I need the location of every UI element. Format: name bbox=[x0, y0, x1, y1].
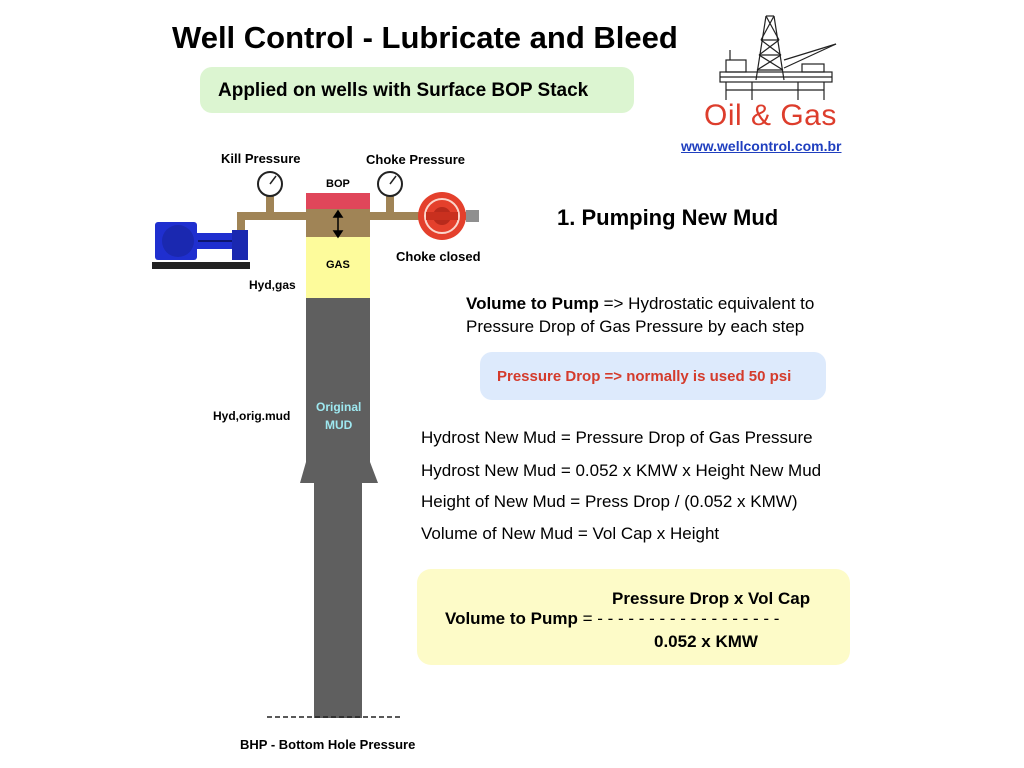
upper-casing-mud bbox=[300, 298, 378, 483]
logo-text: Oil & Gas bbox=[704, 99, 837, 132]
website-link[interactable]: www.wellcontrol.com.br bbox=[681, 138, 842, 154]
kill-line-riser bbox=[237, 212, 245, 236]
pressure-drop-note: Pressure Drop => normally is used 50 psi bbox=[497, 368, 792, 385]
mud-pump-icon bbox=[152, 222, 250, 269]
bhp-label: BHP - Bottom Hole Pressure bbox=[240, 737, 416, 752]
choke-gauge-stem bbox=[386, 194, 394, 214]
kill-pressure-gauge-icon bbox=[257, 171, 283, 197]
volume-to-pump-rest: => Hydrostatic equivalent to bbox=[598, 294, 815, 313]
choke-closed-label: Choke closed bbox=[396, 249, 481, 264]
bop-label: BOP bbox=[326, 178, 350, 190]
subtitle-box bbox=[200, 67, 634, 113]
formula-line: Volume to Pump = - - - - - - - - - - - -… bbox=[445, 609, 779, 629]
gas-zone bbox=[306, 237, 370, 298]
pressure-drop-box bbox=[480, 352, 826, 400]
volume-to-pump-text: Volume to Pump => Hydrostatic equivalent… bbox=[466, 292, 814, 338]
choke-valve-icon bbox=[418, 192, 466, 240]
gas-label: GAS bbox=[326, 259, 350, 271]
lower-casing bbox=[314, 483, 362, 718]
well-diagram bbox=[152, 171, 479, 718]
formula-label: Volume to Pump bbox=[445, 609, 578, 628]
equation-3: Height of New Mud = Press Drop / (0.052 … bbox=[421, 492, 798, 511]
double-arrow-icon bbox=[332, 209, 344, 239]
equation-4: Volume of New Mud = Vol Cap x Height bbox=[421, 524, 720, 543]
volume-to-pump-line2: Pressure Drop of Gas Pressure by each st… bbox=[466, 317, 805, 336]
formula-denominator: 0.052 x KMW bbox=[654, 632, 758, 651]
equation-2: Hydrost New Mud = 0.052 x KMW x Height N… bbox=[421, 461, 822, 480]
step-title: 1. Pumping New Mud bbox=[557, 205, 779, 230]
kill-line-pipe bbox=[237, 212, 306, 220]
page-title: Well Control - Lubricate and Bleed bbox=[172, 20, 678, 55]
subtitle: Applied on wells with Surface BOP Stack bbox=[218, 80, 589, 101]
equation-1: Hydrost New Mud = Pressure Drop of Gas P… bbox=[421, 428, 813, 447]
hyd-orig-mud-label: Hyd,orig.mud bbox=[213, 409, 291, 423]
hyd-gas-label: Hyd,gas bbox=[249, 278, 296, 292]
original-mud-label: Original bbox=[316, 400, 362, 414]
formula-bar: = - - - - - - - - - - - - - - - - - - bbox=[577, 609, 780, 628]
choke-pressure-gauge-icon bbox=[377, 171, 403, 197]
kill-pressure-label: Kill Pressure bbox=[221, 151, 301, 166]
kill-gauge-stem bbox=[266, 194, 274, 214]
mud-label: MUD bbox=[325, 418, 353, 432]
bop-block bbox=[306, 193, 370, 209]
volume-to-pump-bold: Volume to Pump bbox=[466, 294, 599, 313]
choke-pressure-label: Choke Pressure bbox=[366, 152, 465, 167]
formula-numerator: Pressure Drop x Vol Cap bbox=[612, 589, 811, 608]
formula-box bbox=[417, 569, 850, 665]
choke-line-end bbox=[466, 210, 479, 222]
oil-rig-logo-icon bbox=[719, 15, 837, 100]
